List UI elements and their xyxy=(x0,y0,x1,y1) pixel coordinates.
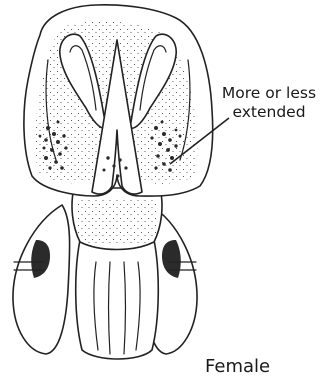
left-lateral-appendage xyxy=(13,205,70,354)
central-lower-plate xyxy=(76,240,159,359)
callout-label: More or less extended xyxy=(219,84,319,122)
figure-caption: Female xyxy=(205,357,270,377)
